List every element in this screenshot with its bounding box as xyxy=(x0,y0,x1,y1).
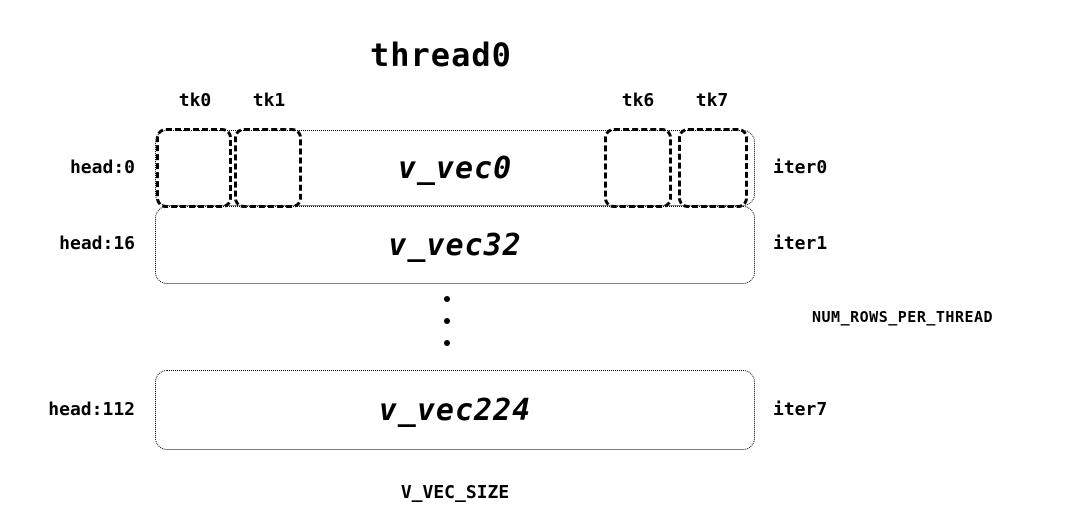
num-rows-per-thread-label: NUM_ROWS_PER_THREAD xyxy=(812,308,994,326)
iter0-label: iter0 xyxy=(773,157,828,178)
tk0-box xyxy=(156,128,232,208)
iter1-label: iter1 xyxy=(773,233,828,254)
row-iter1: v_vec32 xyxy=(155,206,755,284)
tk7-label: tk7 xyxy=(695,90,729,111)
tk1-label: tk1 xyxy=(252,90,286,111)
head16-label: head:16 xyxy=(59,233,135,254)
tk0-label: tk0 xyxy=(178,90,212,111)
vertical-ellipsis xyxy=(444,296,450,346)
row-iter0: v_vec0 xyxy=(155,130,755,206)
vvec0-label: v_vec0 xyxy=(397,150,513,186)
vvec32-label: v_vec32 xyxy=(388,227,522,263)
tk7-box xyxy=(678,128,748,208)
head112-label: head:112 xyxy=(48,399,135,420)
tk6-label: tk6 xyxy=(621,90,655,111)
tk1-box xyxy=(234,128,302,208)
v-vec-size-label: V_VEC_SIZE xyxy=(400,482,510,503)
diagram-title: thread0 xyxy=(370,36,512,74)
head0-label: head:0 xyxy=(69,157,135,178)
tk6-box xyxy=(604,128,672,208)
iter7-label: iter7 xyxy=(773,399,828,420)
vvec224-label: v_vec224 xyxy=(378,392,532,428)
row-iter7: v_vec224 xyxy=(155,370,755,450)
